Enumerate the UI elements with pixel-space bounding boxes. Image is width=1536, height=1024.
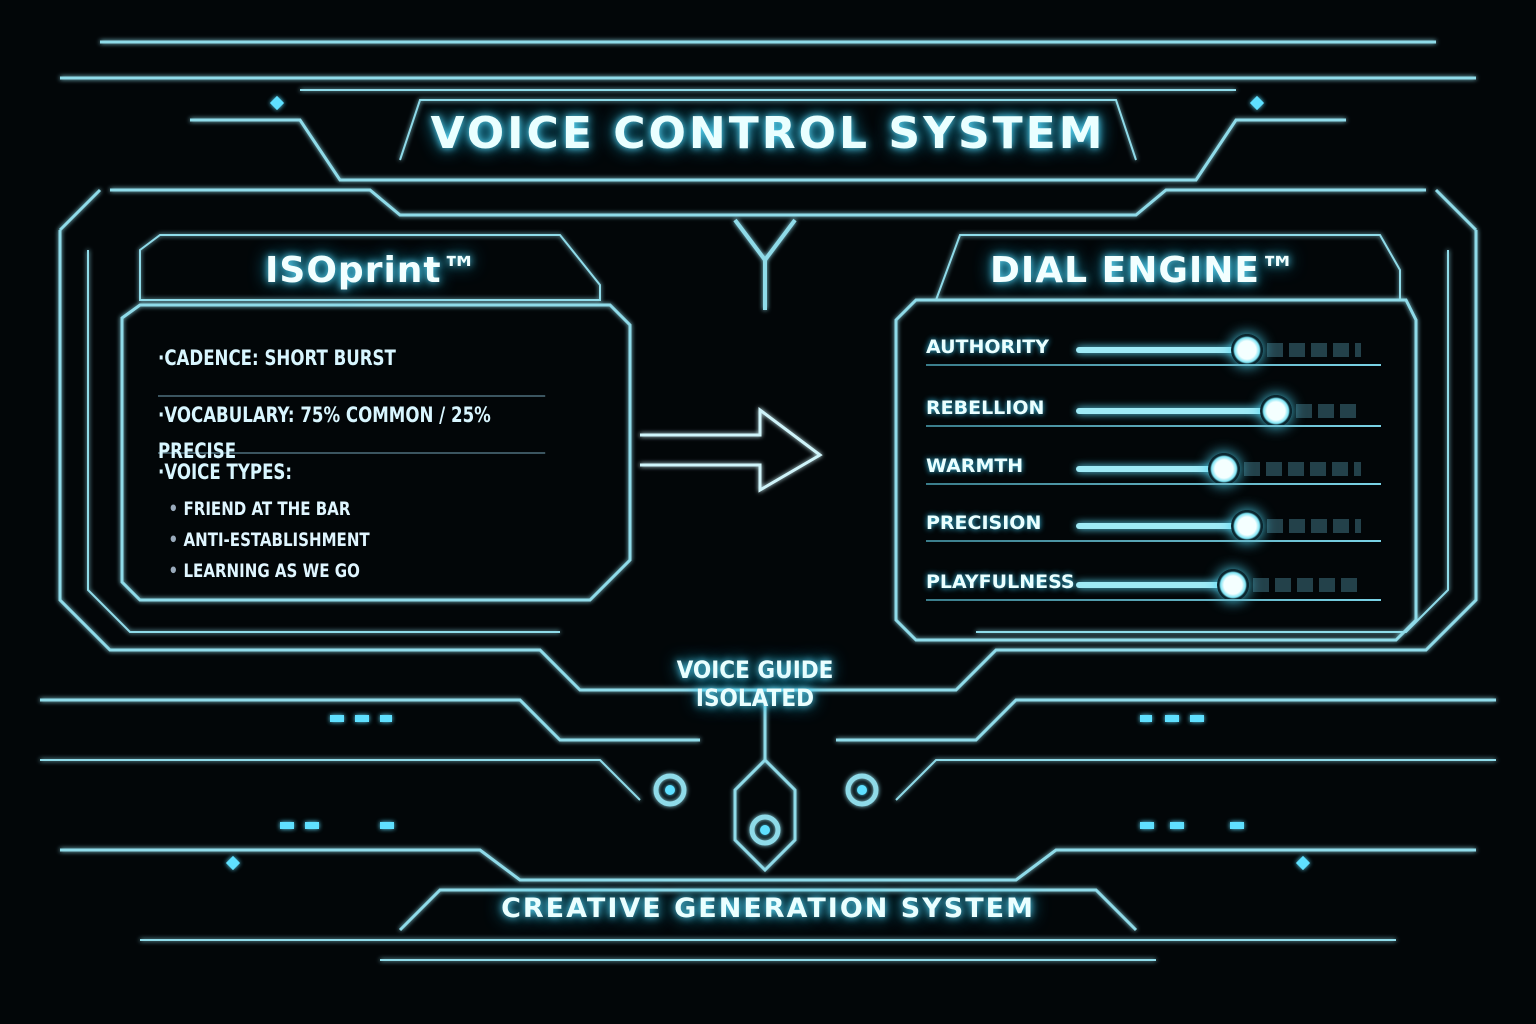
dial-track[interactable] <box>1076 395 1361 427</box>
vocabulary-item: ·VOCABULARY: 75% COMMON / 25% PRECISE <box>158 397 546 463</box>
dial-fill <box>1076 582 1233 588</box>
dial-slider-precision[interactable]: PRECISION <box>926 510 1381 552</box>
voice-types-heading: ·VOICE TYPES: <box>158 460 293 484</box>
dial-slider-rebellion[interactable]: REBELLION <box>926 395 1381 437</box>
dial-label: AUTHORITY <box>926 336 1049 358</box>
dial-remaining <box>1267 519 1361 533</box>
dial-label: PRECISION <box>926 512 1042 534</box>
dial-underline <box>926 540 1381 542</box>
page-title: VOICE CONTROL SYSTEM <box>430 108 1106 159</box>
voice-type-item: FRIEND AT THE BAR <box>158 494 545 525</box>
isoprint-panel: ·CADENCE: SHORT BURST ·VOCABULARY: 75% C… <box>158 340 598 587</box>
dial-label: REBELLION <box>926 397 1045 419</box>
dial-fill <box>1076 408 1276 414</box>
dial-knob[interactable] <box>1231 510 1263 542</box>
dial-remaining <box>1244 462 1361 476</box>
dial-slider-playfulness[interactable]: PLAYFULNESS <box>926 569 1381 611</box>
isoprint-title: ISOprint™ <box>265 250 479 291</box>
dial-track[interactable] <box>1076 510 1361 542</box>
dial-underline <box>926 425 1381 427</box>
dial-underline <box>926 599 1381 601</box>
dial-engine-title: DIAL ENGINE™ <box>990 250 1297 291</box>
dial-knob[interactable] <box>1208 453 1241 485</box>
dial-fill <box>1076 347 1247 353</box>
dial-remaining <box>1267 343 1361 357</box>
dial-track[interactable] <box>1076 569 1361 601</box>
cadence-item: ·CADENCE: SHORT BURST <box>158 340 546 397</box>
dial-fill <box>1076 466 1225 472</box>
dial-knob[interactable] <box>1259 395 1292 427</box>
dial-knob[interactable] <box>1231 334 1263 366</box>
dial-remaining <box>1295 404 1361 418</box>
dial-underline <box>926 364 1381 366</box>
dial-track[interactable] <box>1076 334 1361 366</box>
dial-underline <box>926 483 1381 485</box>
dial-remaining <box>1252 578 1361 592</box>
voice-type-item: LEARNING AS WE GO <box>158 556 545 587</box>
status-label: VOICE GUIDE ISOLATED <box>676 656 834 712</box>
voice-type-item: ANTI-ESTABLISHMENT <box>158 525 545 556</box>
dial-fill <box>1076 523 1247 529</box>
dial-label: WARMTH <box>926 455 1024 477</box>
dial-slider-warmth[interactable]: WARMTH <box>926 453 1381 495</box>
dial-slider-authority[interactable]: AUTHORITY <box>926 334 1381 376</box>
dial-knob[interactable] <box>1216 569 1249 601</box>
dial-label: PLAYFULNESS <box>926 571 1075 593</box>
dial-track[interactable] <box>1076 453 1361 485</box>
footer-title: CREATIVE GENERATION SYSTEM <box>501 893 1035 924</box>
